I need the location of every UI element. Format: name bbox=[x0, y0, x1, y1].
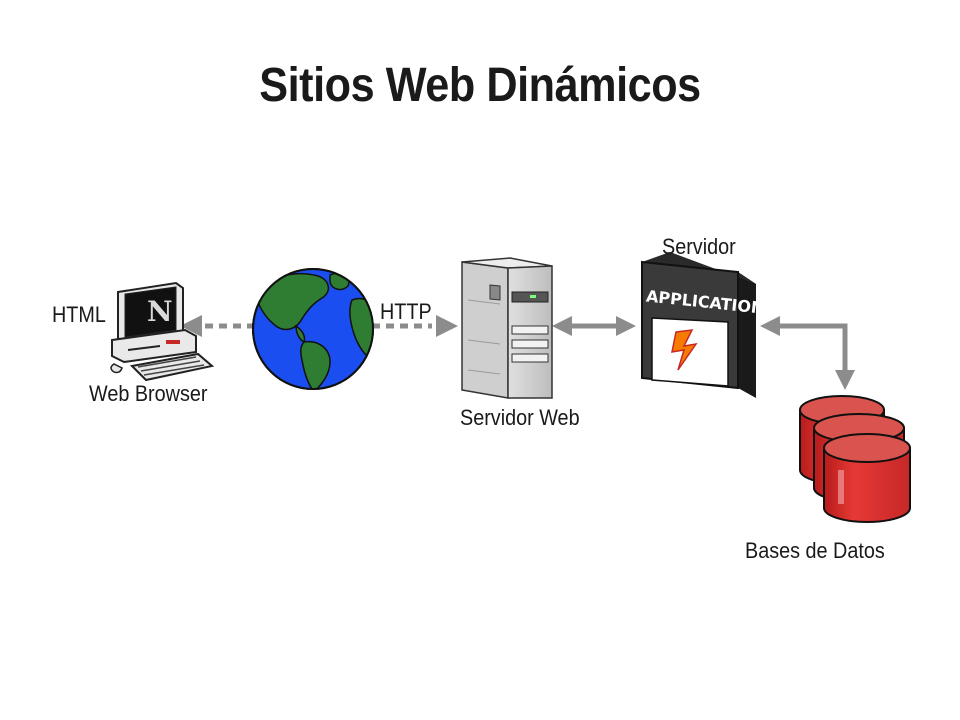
left-arrowhead-icon bbox=[180, 315, 202, 337]
html-label: HTML bbox=[52, 302, 106, 327]
lightning-icon bbox=[671, 329, 698, 371]
application-box-icon: APPLICATION bbox=[641, 252, 765, 398]
servidor-web-label: Servidor Web bbox=[460, 405, 580, 430]
globe-server-connector bbox=[372, 315, 458, 337]
http-label: HTTP bbox=[380, 299, 432, 324]
server-app-connector bbox=[552, 316, 636, 336]
browser-logo: N bbox=[147, 295, 173, 328]
server-tower-icon bbox=[461, 257, 553, 399]
page-title: Sitios Web Dinámicos bbox=[259, 59, 701, 112]
computer-icon: N bbox=[110, 281, 215, 382]
database-icon bbox=[799, 395, 911, 523]
right-arrowhead-icon bbox=[436, 315, 458, 337]
web-browser-label: Web Browser bbox=[89, 381, 208, 406]
browser-globe-connector bbox=[180, 315, 260, 337]
app-database-connector bbox=[760, 316, 855, 390]
servidor-label: Servidor bbox=[662, 234, 736, 259]
globe-icon bbox=[252, 268, 374, 390]
bases-de-datos-label: Bases de Datos bbox=[745, 538, 885, 563]
